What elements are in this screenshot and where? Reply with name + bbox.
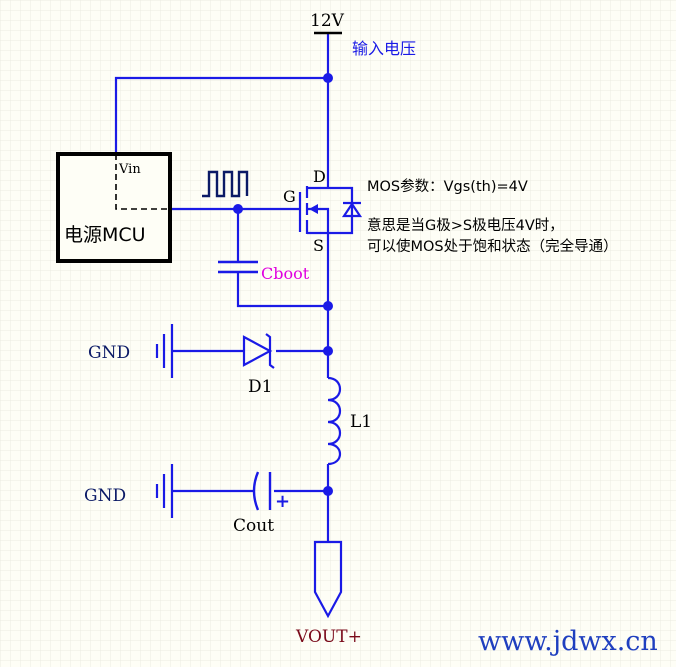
junction-dot xyxy=(323,486,333,496)
mosfet-source-label: S xyxy=(313,236,324,255)
junction-dot xyxy=(323,346,333,356)
square-wave-icon xyxy=(202,170,249,198)
cboot-label: Cboot xyxy=(261,264,310,283)
gnd-2-label: GND xyxy=(84,486,126,506)
cout-capacitor xyxy=(252,471,272,511)
mcu-box xyxy=(56,152,172,263)
mosfet-arrow xyxy=(309,204,318,214)
wire-cboot-bottom xyxy=(236,272,328,308)
mos-note-2: 意思是当G极>S极电压4V时， xyxy=(367,216,564,234)
diode-zener-bar xyxy=(265,333,275,369)
ground-symbol-2-icon xyxy=(155,464,200,518)
mcu-name-label: 电源MCU xyxy=(64,224,146,246)
mos-note-3: 可以使MOS处于饱和状态（完全导通） xyxy=(367,237,618,255)
junction-dot xyxy=(323,301,333,311)
diode-label: D1 xyxy=(248,377,272,397)
wire-vin xyxy=(114,76,328,152)
cboot-capacitor xyxy=(218,260,258,274)
cout-polarity-label: + xyxy=(275,491,290,512)
mcu-pin-label: Vin xyxy=(118,162,141,177)
watermark: www.jdwx.cn xyxy=(478,626,658,657)
junction-dot xyxy=(233,204,243,214)
mcu-internal-path xyxy=(115,154,170,210)
cout-label: Cout xyxy=(233,516,274,536)
junction-dots xyxy=(233,73,333,496)
mosfet-drain-label: D xyxy=(313,167,326,186)
diode-d1 xyxy=(242,333,275,369)
mosfet-gate-label: G xyxy=(283,187,296,206)
inductor-l1 xyxy=(327,376,342,466)
vout-label: VOUT+ xyxy=(295,627,362,647)
junction-dot xyxy=(323,73,333,83)
mcu-block: Vin 电源MCU xyxy=(56,152,172,263)
cout-curved-plate xyxy=(252,471,260,511)
ground-symbol-icon xyxy=(155,324,200,378)
body-diode-triangle xyxy=(341,202,363,218)
diode-triangle xyxy=(242,335,273,367)
output-port-icon xyxy=(313,540,343,619)
gnd-1-label: GND xyxy=(88,343,130,363)
supply-voltage-label: 12V xyxy=(310,11,345,31)
mosfet-body-diode-loop xyxy=(328,186,354,235)
mos-note-1: MOS参数：Vgs(th)=4V xyxy=(367,178,528,195)
supply-name-label: 输入电压 xyxy=(352,39,416,58)
inductor-label: L1 xyxy=(350,412,372,432)
